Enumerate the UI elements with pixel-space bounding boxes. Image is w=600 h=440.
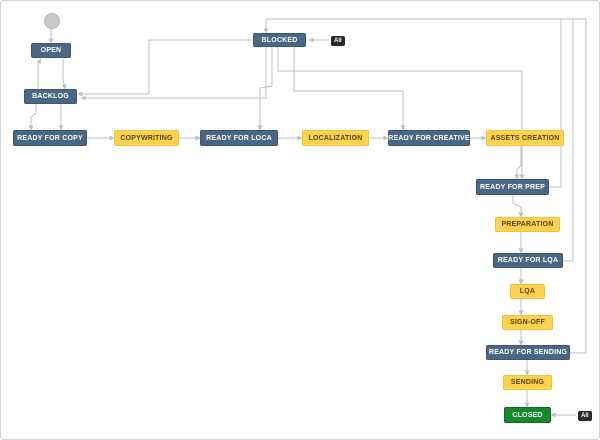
all-transitions-tag: All bbox=[331, 36, 345, 46]
transition-readysending-blocked bbox=[561, 18, 587, 354]
status-ready-for-creative[interactable]: READY FOR CREATIVE bbox=[388, 130, 470, 146]
status-sending[interactable]: SENDING bbox=[503, 375, 552, 390]
status-ready-for-sending[interactable]: READY FOR SENDING bbox=[486, 345, 570, 360]
transition-backlog-readycopy bbox=[28, 104, 37, 131]
transition-blocked-readyprep bbox=[277, 47, 525, 180]
status-localization[interactable]: LOCALIZATION bbox=[302, 130, 369, 146]
transition-assets-readyprep bbox=[514, 146, 522, 180]
status-open[interactable]: OPEN bbox=[31, 43, 71, 58]
transition-blocked-readyloca bbox=[257, 47, 273, 131]
transition-readylqa-blocked bbox=[563, 19, 574, 262]
transition-blocked-readycreative bbox=[293, 47, 406, 131]
transition-open-backlog bbox=[61, 59, 67, 90]
transition-readyprep-preparation bbox=[512, 195, 524, 218]
status-blocked[interactable]: BLOCKED bbox=[253, 33, 306, 47]
all-transitions-tag: All bbox=[578, 411, 592, 421]
transition-backlog-open bbox=[36, 58, 42, 89]
transition-readyprep-blocked bbox=[263, 18, 562, 188]
status-ready-for-prep[interactable]: READY FOR PREP bbox=[476, 179, 549, 195]
status-closed[interactable]: CLOSED bbox=[504, 407, 551, 423]
status-assets-creation[interactable]: ASSETS CREATION bbox=[486, 130, 564, 146]
status-backlog[interactable]: BACKLOG bbox=[24, 89, 77, 104]
status-preparation[interactable]: PREPARATION bbox=[495, 217, 560, 232]
status-ready-for-lqa[interactable]: READY FOR LQA bbox=[493, 253, 563, 268]
start-node bbox=[44, 13, 60, 29]
transition-blocked-backlog-1 bbox=[77, 39, 253, 97]
transition-blocked-backlog-2 bbox=[80, 47, 267, 101]
status-ready-for-copy[interactable]: READY FOR COPY bbox=[13, 130, 87, 146]
status-copywriting[interactable]: COPYWRITING bbox=[114, 130, 179, 146]
status-ready-for-loca[interactable]: READY FOR LOCA bbox=[200, 130, 278, 146]
status-lqa[interactable]: LQA bbox=[510, 284, 545, 299]
status-sign-off[interactable]: SIGN-OFF bbox=[502, 315, 553, 330]
